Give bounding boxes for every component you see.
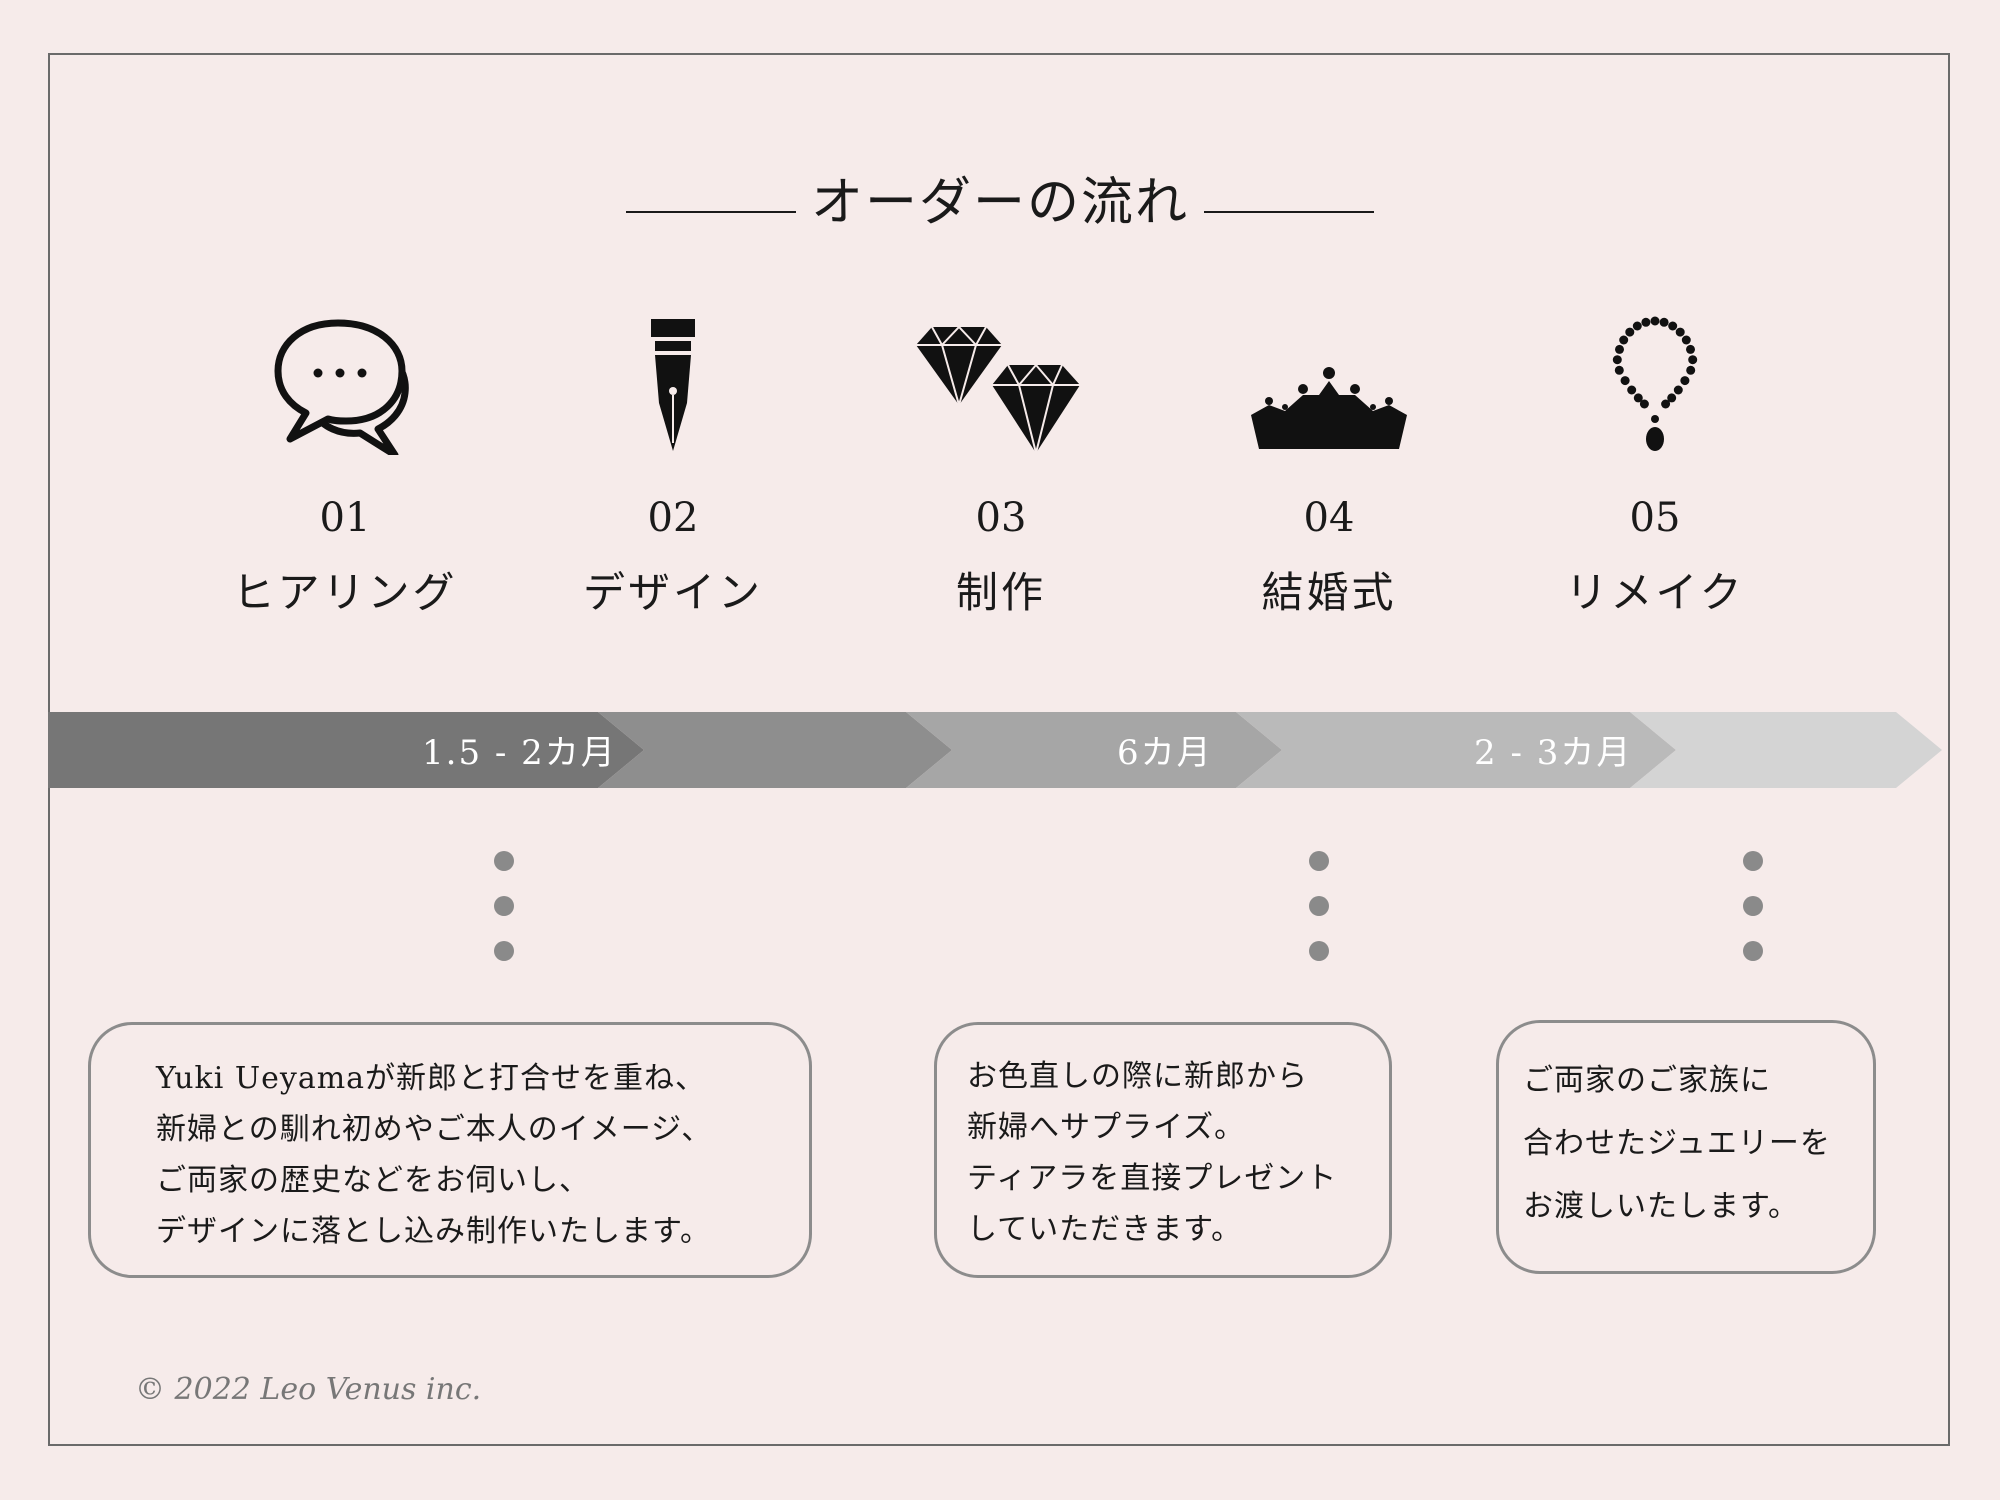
title-rule-right (1204, 210, 1375, 213)
diamonds-icon (851, 305, 1151, 455)
step-number: 04 (1303, 495, 1355, 541)
step-number: 05 (1629, 495, 1681, 541)
note-line: Yuki Ueyamaが新郎と打合せを重ね、 (156, 1061, 707, 1096)
timeline-segment (1236, 712, 1676, 788)
step-label: 制作 (955, 568, 1046, 617)
step-number: 03 (975, 495, 1027, 541)
step-label: リメイク (1565, 568, 1745, 617)
copyright-text: © 2022 Leo Venus inc. (135, 1372, 482, 1407)
timeline-segment (906, 712, 1282, 788)
duration-label: 6カ月 (1117, 733, 1213, 773)
step-label: デザイン (582, 568, 763, 617)
note-box-remake: ご両家のご家族に 合わせたジュエリーを お渡しいたします。 (1496, 1020, 1876, 1274)
note-line: していただきます。 (967, 1212, 1243, 1247)
note-line: ティアラを直接プレゼント (967, 1161, 1338, 1196)
connector-dots (1743, 851, 1765, 986)
step-label: ヒアリング (232, 568, 458, 617)
step-number: 01 (319, 495, 371, 541)
note-line: ご両家のご家族に (1523, 1063, 1771, 1098)
timeline-band (48, 712, 1942, 788)
page-title: オーダーの流れ (810, 173, 1189, 233)
note-line: 合わせたジュエリーを (1523, 1126, 1831, 1161)
duration-label: 1.5 - 2カ月 (422, 733, 617, 773)
note-box-wedding: お色直しの際に新郎から 新婦へサプライズ。 ティアラを直接プレゼント していただ… (934, 1022, 1392, 1278)
duration-label: 2 - 3カ月 (1474, 733, 1633, 773)
note-line: 新婦との馴れ初めやご本人のイメージ、 (156, 1112, 713, 1147)
necklace-icon (1505, 305, 1805, 455)
timeline-segment (48, 712, 644, 788)
step-production: 03 制作 (851, 305, 1151, 620)
step-remake: 05 リメイク (1505, 305, 1805, 620)
note-line: お色直しの際に新郎から (967, 1059, 1308, 1094)
connector-dots (494, 851, 516, 986)
note-box-hearing: Yuki Ueyamaが新郎と打合せを重ね、 新婦との馴れ初めやご本人のイメージ… (88, 1022, 812, 1278)
step-hearing: 01 ヒアリング (195, 305, 495, 620)
step-number: 02 (647, 495, 699, 541)
note-line: 新婦へサプライズ。 (967, 1110, 1246, 1145)
timeline-segment (1630, 712, 1942, 788)
tiara-icon (1179, 305, 1479, 455)
title-block: オーダーの流れ (0, 160, 2000, 235)
note-line: デザインに落とし込み制作いたします。 (156, 1214, 711, 1249)
title-rule-left (625, 210, 796, 213)
step-wedding: 04 結婚式 (1179, 305, 1479, 620)
timeline-segment (598, 712, 952, 788)
connector-dots (1309, 851, 1331, 986)
fountain-pen-icon (523, 305, 823, 455)
note-line: ご両家の歴史などをお伺いし、 (156, 1163, 590, 1198)
note-line: お渡しいたします。 (1523, 1189, 1799, 1224)
chat-bubbles-icon (195, 305, 495, 455)
step-label: 結婚式 (1261, 568, 1397, 617)
step-design: 02 デザイン (523, 305, 823, 620)
